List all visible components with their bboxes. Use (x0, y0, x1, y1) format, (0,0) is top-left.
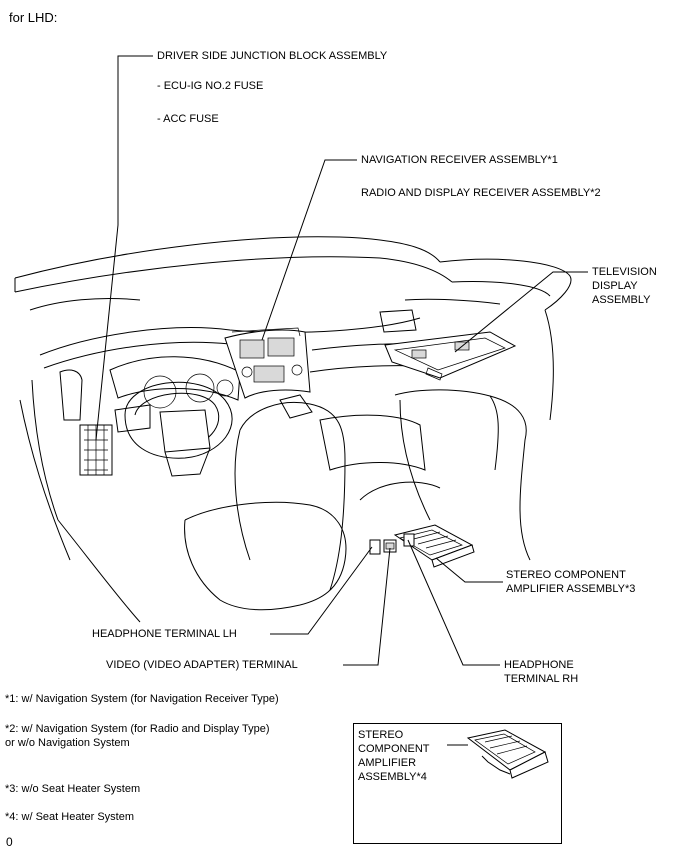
label-headphone-rh-1: HEADPHONE (504, 659, 574, 671)
driver-side-junction-block (59, 369, 113, 476)
inset-label-1: STEREO (358, 729, 404, 741)
inset-label-4: ASSEMBLY*4 (358, 771, 427, 783)
inset-amplifier-illustration (447, 729, 549, 779)
dashboard-outline (14, 236, 572, 623)
inset-label-3: AMPLIFIER (358, 757, 417, 769)
television-display-assembly (384, 331, 517, 381)
label-radio-display-receiver: RADIO AND DISPLAY RECEIVER ASSEMBLY*2 (361, 187, 601, 199)
label-tv-display-1: TELEVISION (592, 266, 657, 278)
label-video-terminal: VIDEO (VIDEO ADAPTER) TERMINAL (106, 659, 298, 671)
front-passenger-seat (394, 389, 531, 561)
label-acc-fuse: - ACC FUSE (157, 113, 219, 125)
footnote-2: *2: w/ Navigation System (for Radio and … (5, 723, 270, 735)
instrument-cluster (109, 356, 241, 433)
label-tv-display-3: ASSEMBLY (592, 294, 651, 306)
navigation-receiver-assembly (224, 327, 311, 399)
leader-lines (95, 55, 588, 666)
headphone-terminal-lh (369, 539, 381, 555)
label-driver-junction-block: DRIVER SIDE JUNCTION BLOCK ASSEMBLY (157, 50, 388, 62)
footnote-3: *3: w/o Seat Heater System (5, 783, 141, 795)
inset-label-2: COMPONENT (358, 743, 430, 755)
figure-code: 0 (6, 835, 13, 849)
driver-seat (184, 394, 347, 611)
label-ecu-ig-fuse: - ECU-IG NO.2 FUSE (157, 80, 264, 92)
label-stereo-amp-2: AMPLIFIER ASSEMBLY*3 (506, 583, 636, 595)
footnote-4: *4: w/ Seat Heater System (5, 811, 134, 823)
label-tv-display-2: DISPLAY (592, 280, 638, 292)
page-title: for LHD: (9, 10, 58, 25)
rear-seat (319, 414, 441, 501)
label-nav-receiver: NAVIGATION RECEIVER ASSEMBLY*1 (361, 154, 558, 166)
footnote-1: *1: w/ Navigation System (for Navigation… (5, 693, 279, 705)
inset-box (353, 723, 562, 844)
label-headphone-rh-2: TERMINAL RH (504, 673, 579, 685)
label-headphone-lh: HEADPHONE TERMINAL LH (92, 628, 237, 640)
steering-wheel (124, 381, 233, 477)
label-stereo-amp-1: STEREO COMPONENT (506, 569, 626, 581)
headphone-terminal-rh (403, 533, 415, 547)
footnote-2-continued: or w/o Navigation System (5, 737, 130, 749)
